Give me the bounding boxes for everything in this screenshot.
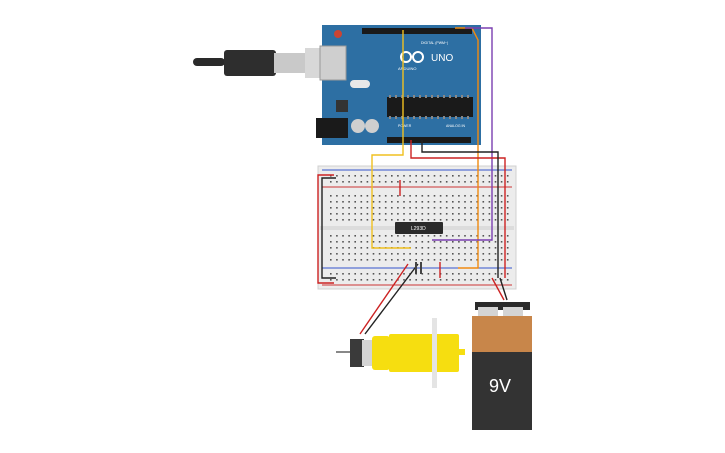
wire-black-battery[interactable] (499, 277, 508, 301)
wire-red-battery[interactable] (491, 277, 505, 301)
wire-black-gnd[interactable] (421, 140, 499, 278)
battery-9v[interactable]: 9V (472, 302, 532, 430)
capacitor-right (351, 119, 365, 133)
arduino-uno-board[interactable]: UNO ARDUINO DIGITAL (PWM~) POWER ANALOG … (316, 25, 481, 145)
capacitor-left (365, 119, 379, 133)
wire-purple[interactable] (432, 27, 493, 241)
wires[interactable] (317, 27, 508, 335)
arduino-logo-icon (400, 51, 424, 63)
l293d-chip[interactable]: L293D (395, 222, 443, 234)
crystal (350, 80, 370, 88)
chip-label: L293D (411, 226, 426, 232)
reset-button[interactable] (334, 30, 342, 38)
wire-yellow[interactable] (371, 30, 411, 249)
digital-header[interactable] (362, 28, 472, 34)
regulator (336, 100, 348, 112)
dc-gear-motor-icon[interactable] (336, 318, 465, 388)
usb-cable-icon[interactable] (193, 48, 327, 78)
board-maker: ARDUINO (398, 66, 416, 71)
digital-header-label: DIGITAL (PWM~) (421, 41, 448, 45)
atmega-chip (387, 97, 473, 117)
analog-label: ANALOG IN (446, 124, 466, 128)
battery-label: 9V (489, 376, 511, 396)
wire-red-5v[interactable] (410, 140, 506, 278)
board-brand: UNO (431, 53, 453, 64)
wire-black-motor[interactable] (364, 263, 419, 335)
capacitor-icon[interactable] (415, 262, 422, 274)
chip-pins (389, 95, 469, 119)
wire-black-rail[interactable] (321, 177, 336, 279)
wire-red-motor[interactable] (359, 263, 409, 335)
wire-red-rail[interactable] (317, 174, 334, 284)
power-analog-header[interactable] (387, 137, 471, 143)
usb-port (319, 45, 347, 81)
power-label: POWER (398, 124, 412, 128)
dc-jack (316, 118, 348, 138)
